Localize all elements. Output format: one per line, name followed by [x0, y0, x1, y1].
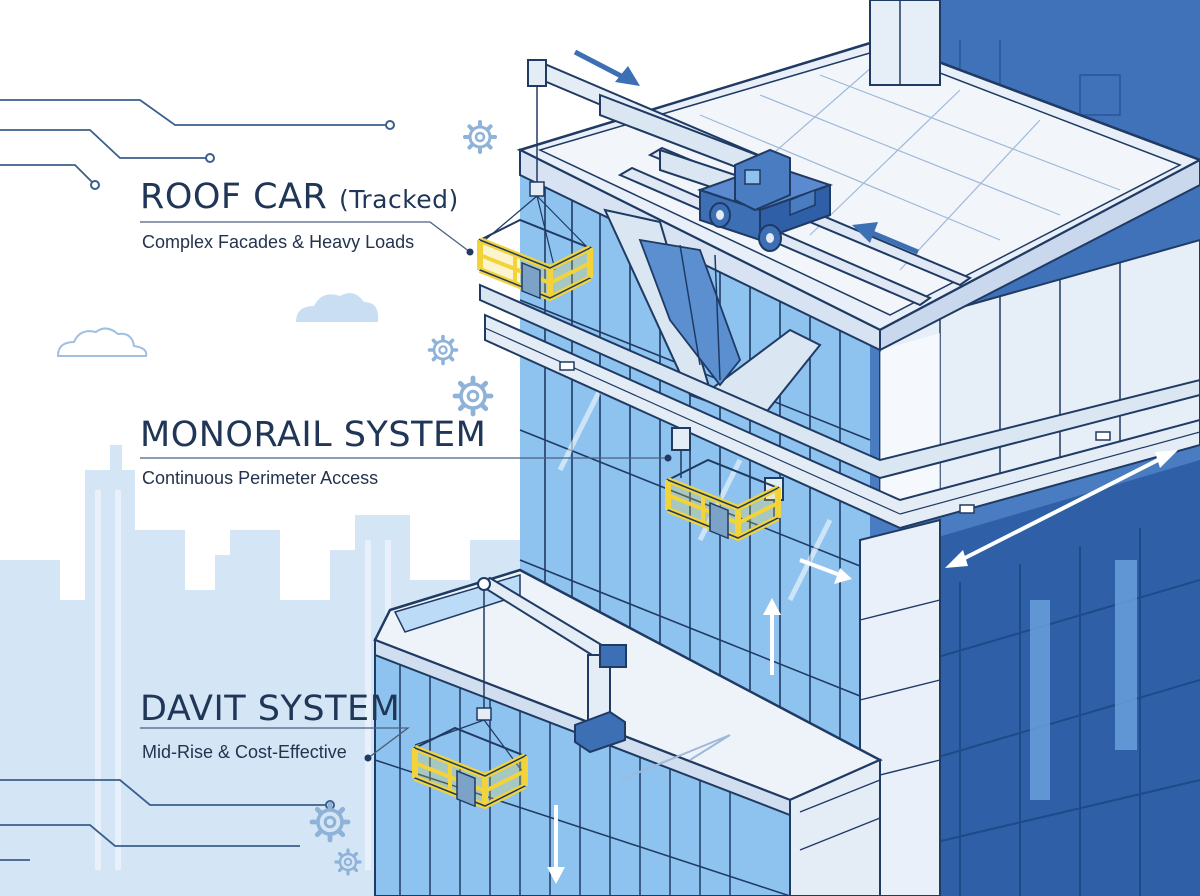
gear-icon — [430, 337, 457, 364]
gear-icon — [465, 122, 495, 152]
monorail-title: MONORAIL SYSTEM — [140, 418, 486, 453]
roof-car-qualifier: (Tracked) — [339, 185, 459, 214]
cloud-icon — [58, 328, 146, 356]
davit-title: DAVIT SYSTEM — [140, 692, 400, 727]
roof-car-title-text: ROOF CAR — [140, 177, 327, 217]
roof-car-title: ROOF CAR (Tracked) — [140, 180, 459, 215]
roof-car-subtitle: Complex Facades & Heavy Loads — [142, 233, 414, 251]
davit-subtitle: Mid-Rise & Cost-Effective — [142, 743, 347, 761]
monorail-subtitle: Continuous Perimeter Access — [142, 469, 378, 487]
gear-icon — [455, 378, 491, 414]
cloud-icon — [296, 293, 378, 322]
